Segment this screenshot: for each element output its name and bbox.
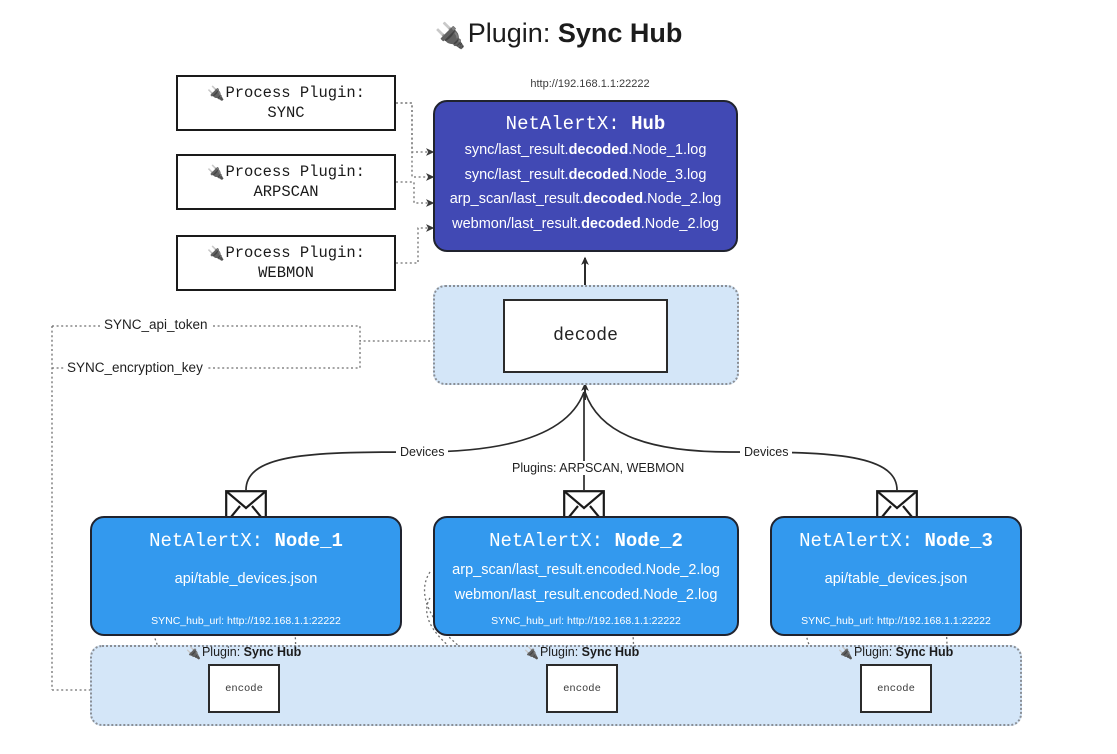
plugin-tag-node-2: 🔌Plugin: Sync Hub xyxy=(524,645,640,660)
process-plugin-arpscan-line1: 🔌Process Plugin: xyxy=(207,162,365,181)
hub-node[interactable]: NetAlertX: Hub sync/last_result.decoded.… xyxy=(433,100,738,252)
node-box-node-2[interactable]: NetAlertX: Node_2 arp_scan/last_result.e… xyxy=(433,516,739,636)
node-1-data-line: api/table_devices.json xyxy=(174,571,318,587)
plug-icon: 🔌 xyxy=(838,646,853,660)
node-2-data-lines: arp_scan/last_result.encoded.Node_2.log … xyxy=(435,558,737,608)
process-plugin-sync-line1: 🔌Process Plugin: xyxy=(207,83,365,102)
plug-icon: 🔌 xyxy=(186,646,201,660)
hub-title: NetAlertX: Hub xyxy=(505,113,666,135)
edge-label-plugins-middle: Plugins: ARPSCAN, WEBMON xyxy=(508,461,689,475)
sync-api-token-label: SYNC_api_token xyxy=(101,317,211,332)
process-plugin-box-arpscan[interactable]: 🔌Process Plugin: ARPSCAN xyxy=(176,154,396,210)
process-plugin-arpscan-line2: ARPSCAN xyxy=(253,182,319,201)
process-plugin-webmon-line1: 🔌Process Plugin: xyxy=(207,243,365,262)
node-2-data-line-1: arp_scan/last_result.encoded.Node_2.log xyxy=(452,562,720,578)
edge-label-devices-right: Devices xyxy=(740,445,793,459)
encode-box-node-1[interactable]: encode xyxy=(208,664,280,713)
node-box-node-3[interactable]: NetAlertX: Node_3 api/table_devices.json… xyxy=(770,516,1022,636)
node-1-title: NetAlertX: Node_1 xyxy=(149,530,343,552)
plug-icon: 🔌 xyxy=(207,164,225,181)
page-title-name: Sync Hub xyxy=(557,18,683,48)
process-plugin-sync-line2: SYNC xyxy=(267,103,305,122)
edge-label-devices-left: Devices xyxy=(396,445,449,459)
process-plugin-webmon-line2: WEBMON xyxy=(258,263,314,282)
node-2-title: NetAlertX: Node_2 xyxy=(489,530,683,552)
plugin-tag-node-1: 🔌Plugin: Sync Hub xyxy=(186,645,302,660)
node-2-hub-url: SYNC_hub_url: http://192.168.1.1:22222 xyxy=(491,615,681,627)
hub-log-row-4: webmon/last_result.decoded.Node_2.log xyxy=(452,215,719,232)
hub-url-label: http://192.168.1.1:22222 xyxy=(530,78,650,90)
node-2-data-line-2: webmon/last_result.encoded.Node_2.log xyxy=(454,587,718,603)
plug-icon: 🔌 xyxy=(434,22,466,50)
node-box-node-1[interactable]: NetAlertX: Node_1 api/table_devices.json… xyxy=(90,516,402,636)
plug-icon: 🔌 xyxy=(207,85,225,102)
plug-icon: 🔌 xyxy=(524,646,539,660)
plug-icon: 🔌 xyxy=(207,245,225,262)
node-1-hub-url: SYNC_hub_url: http://192.168.1.1:22222 xyxy=(151,615,341,627)
process-plugin-box-webmon[interactable]: 🔌Process Plugin: WEBMON xyxy=(176,235,396,291)
node-3-hub-url: SYNC_hub_url: http://192.168.1.1:22222 xyxy=(801,615,991,627)
hub-log-row-1: sync/last_result.decoded.Node_1.log xyxy=(464,142,707,158)
page-title: 🔌Plugin: Sync Hub xyxy=(0,16,1117,53)
node-3-title: NetAlertX: Node_3 xyxy=(799,530,993,552)
hub-log-row-3: arp_scan/last_result.decoded.Node_2.log xyxy=(449,191,722,207)
encode-box-node-2[interactable]: encode xyxy=(546,664,618,713)
process-plugin-box-sync[interactable]: 🔌Process Plugin: SYNC xyxy=(176,75,396,131)
hub-log-row-2: sync/last_result.decoded.Node_3.log xyxy=(464,166,707,183)
plugin-tag-node-3: 🔌Plugin: Sync Hub xyxy=(838,645,954,660)
encode-box-node-3[interactable]: encode xyxy=(860,664,932,713)
decode-box[interactable]: decode xyxy=(503,299,668,373)
sync-encryption-key-label: SYNC_encryption_key xyxy=(64,360,206,375)
node-3-data-line: api/table_devices.json xyxy=(824,571,968,587)
page-title-prefix: Plugin: xyxy=(467,18,551,48)
